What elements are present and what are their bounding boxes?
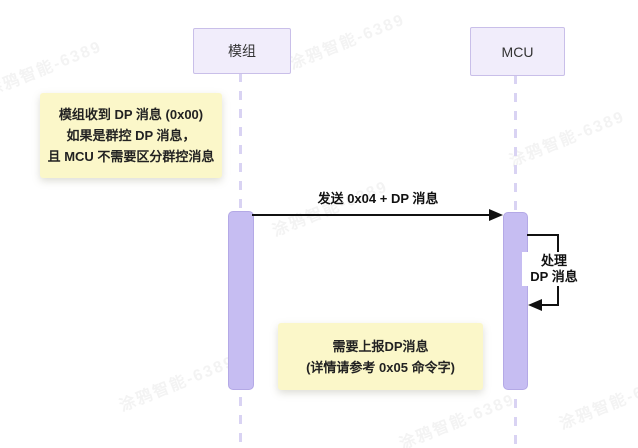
self-loop-label-line2: DP 消息	[530, 269, 578, 284]
watermark-text: 涂鸦智能-6389	[557, 371, 638, 434]
watermark-text: 涂鸦智能-6389	[397, 391, 518, 448]
activation-bar-mcu	[503, 212, 528, 390]
actor-module: 模组	[193, 28, 291, 74]
activation-bar-module	[228, 211, 254, 390]
watermark-text: 涂鸦智能-6389	[287, 11, 408, 74]
watermark-text: 涂鸦智能-6389	[0, 38, 105, 101]
note-report-dp: 需要上报DP消息 (详情请参考 0x05 命令字)	[278, 323, 483, 390]
self-loop-label-line1: 处理	[540, 253, 567, 268]
actor-module-label: 模组	[228, 43, 256, 59]
note-line: (详情请参考 0x05 命令字)	[306, 359, 455, 375]
watermark-text: 涂鸦智能-6389	[117, 353, 238, 416]
self-loop-label: 处理 DP 消息	[522, 252, 586, 286]
message-send-arrowhead	[489, 209, 503, 221]
note-line: 且 MCU 不需要区分群控消息	[47, 149, 215, 164]
note-line: 如果是群控 DP 消息，	[66, 128, 196, 143]
note-module-received: 模组收到 DP 消息 (0x00) 如果是群控 DP 消息， 且 MCU 不需要…	[40, 93, 222, 178]
self-loop-arrowhead	[528, 299, 542, 311]
note-line: 需要上报DP消息	[332, 338, 429, 354]
watermark-text: 涂鸦智能-6389	[270, 178, 391, 241]
note-line: 模组收到 DP 消息 (0x00)	[58, 107, 204, 122]
actor-mcu: MCU	[470, 27, 565, 76]
message-send-label: 发送 0x04 + DP 消息	[317, 191, 439, 206]
watermark-text: 涂鸦智能-6389	[507, 108, 628, 171]
actor-mcu-label: MCU	[501, 43, 534, 60]
